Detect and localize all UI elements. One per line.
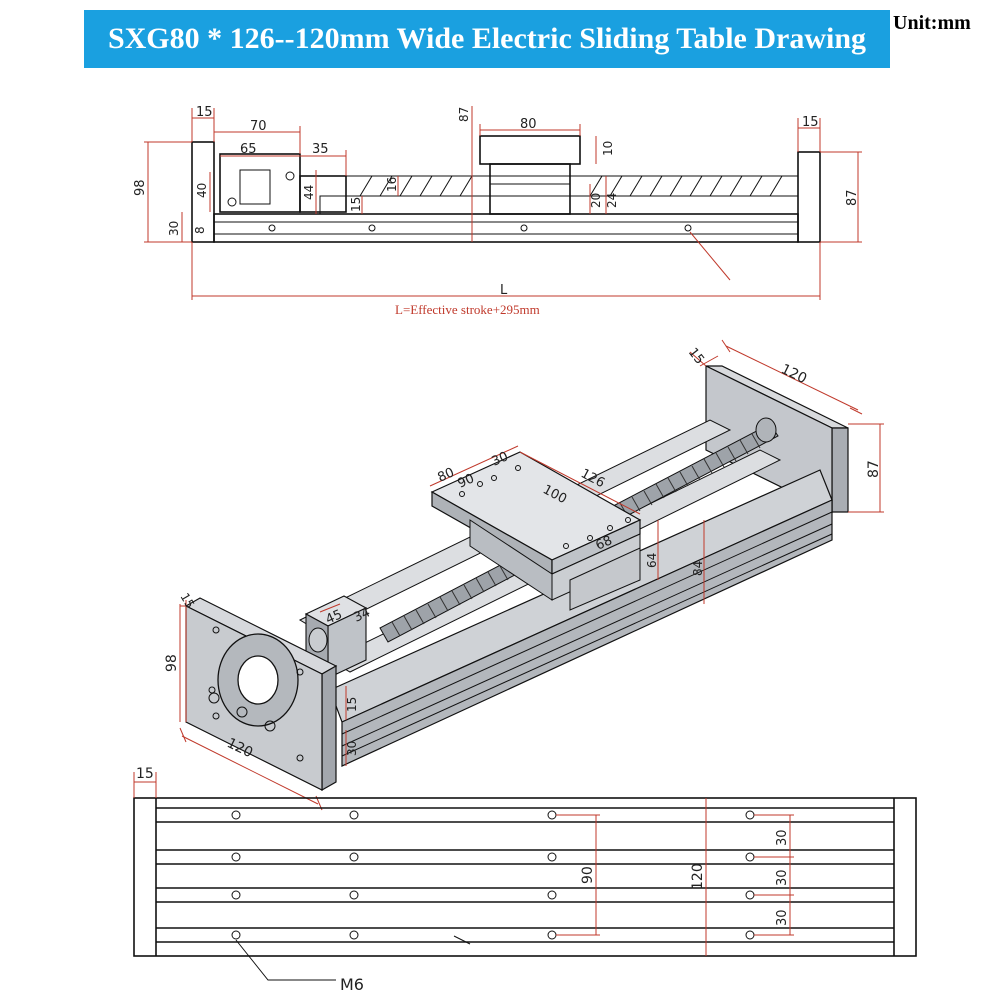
right-end-plate	[797, 151, 821, 243]
left-end-plate	[191, 141, 215, 243]
bottom-dim-15: 15	[136, 766, 154, 782]
dim-98: 98	[133, 179, 148, 196]
dim-16: 16	[385, 177, 399, 192]
bottom-view: 15 90 120 30 30 30 M6	[133, 766, 917, 994]
iso-dim-120-top: 120	[778, 361, 809, 387]
dim-24: 24	[605, 193, 619, 208]
dim-87-top: 87	[457, 107, 471, 122]
iso-dim-34: 34	[352, 605, 373, 625]
bottom-dim-30-c: 30	[775, 909, 790, 926]
iso-dim-45: 45	[324, 607, 345, 627]
iso-dim-80: 80	[436, 465, 457, 485]
iso-dim-98: 98	[164, 654, 180, 672]
isometric-view: 15 120 87 80 30 90 126 100 68 64 84 15 9…	[164, 339, 884, 811]
iso-dim-30-side: 30	[345, 741, 359, 756]
left-end-plate-iso	[184, 597, 338, 792]
iso-dim-64: 64	[645, 553, 659, 568]
length-formula: L=Effective stroke+295mm	[395, 302, 540, 317]
thread-callout: M6	[340, 975, 364, 994]
dim-40: 40	[195, 183, 209, 198]
side-view: 15 70 65 35 98 40 44 30 8 16 15 87 80 10…	[133, 105, 862, 317]
dim-44: 44	[302, 185, 316, 200]
dim-87-right: 87	[845, 189, 860, 206]
dim-30: 30	[167, 221, 181, 236]
bottom-dim-30-a: 30	[775, 829, 790, 846]
iso-dim-68: 68	[594, 533, 615, 553]
iso-dim-84: 84	[691, 561, 705, 576]
dim-70: 70	[250, 119, 267, 134]
bottom-mounting-holes	[231, 810, 755, 940]
dim-80: 80	[520, 117, 537, 132]
motor-mount-block	[219, 153, 301, 213]
dim-15-mid: 15	[349, 197, 363, 212]
bottom-dim-90: 90	[580, 866, 596, 884]
ball-screw	[345, 175, 799, 197]
carriage-iso	[430, 451, 642, 611]
dim-20: 20	[589, 193, 603, 208]
iso-dim-90: 90	[456, 471, 477, 491]
dim-10: 10	[601, 141, 615, 156]
carriage-block	[489, 163, 571, 215]
dim-65: 65	[240, 142, 257, 157]
carriage-plate	[479, 135, 581, 165]
bottom-outline	[133, 797, 917, 957]
base-body	[213, 213, 799, 243]
title-banner: SXG80 * 126--120mm Wide Electric Sliding…	[84, 10, 890, 68]
bottom-dim-30-b: 30	[775, 869, 790, 886]
dim-8: 8	[193, 226, 207, 234]
drawing-title: SXG80 * 126--120mm Wide Electric Sliding…	[107, 22, 867, 55]
dim-35: 35	[312, 142, 329, 157]
iso-dim-15-left: 15	[177, 591, 197, 611]
dim-15-left: 15	[196, 105, 213, 120]
bottom-dim-120: 120	[690, 863, 706, 890]
unit-label: Unit:mm	[893, 12, 971, 34]
dim-15-right: 15	[802, 115, 819, 130]
iso-dim-15-side: 15	[345, 697, 359, 712]
base-rail-side	[341, 499, 833, 767]
dim-L: L	[500, 283, 508, 298]
iso-dim-87: 87	[866, 460, 882, 478]
iso-dim-30: 30	[490, 449, 511, 469]
